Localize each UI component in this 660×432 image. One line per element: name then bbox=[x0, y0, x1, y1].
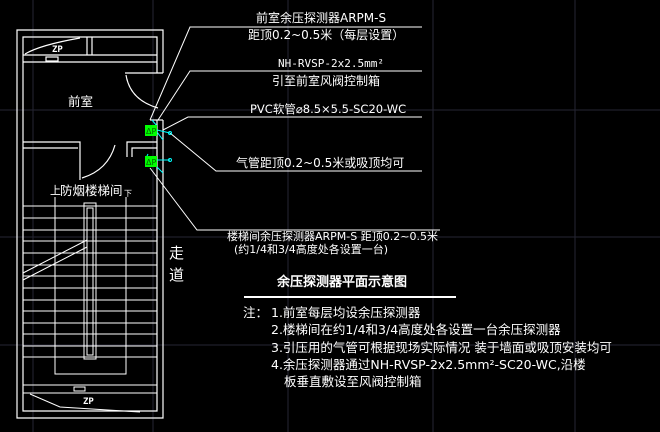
sensor-label: ΔP bbox=[146, 127, 156, 136]
note-item: 4.余压探测器通过NH-RVSP-2x2.5mm²-SC20-WC,沿楼 bbox=[271, 357, 586, 372]
stair-down-label: 下 bbox=[124, 189, 132, 198]
floor-label-top: ZP bbox=[52, 45, 63, 55]
building-walls bbox=[16, 29, 164, 419]
note-item: 2.楼梯间在约1/4和3/4高度处各设置一台余压探测器 bbox=[271, 322, 561, 337]
antechamber-label: 前室 bbox=[68, 94, 94, 109]
notes-prefix: 注： bbox=[243, 305, 269, 320]
corridor-label-1: 走 bbox=[169, 244, 185, 262]
corridor-label-2: 道 bbox=[169, 266, 185, 284]
diagram-title: 余压探测器平面示意图 bbox=[277, 275, 408, 290]
pvc-tube-spec: PVC软管⌀8.5×5.5-SC20-WC bbox=[250, 102, 407, 116]
antechamber-sensor-height: 距顶0.2~0.5米（每层设置） bbox=[248, 28, 405, 42]
note-item: 3.引压用的气管可根据现场实际情况 装于墙面或吸顶安装均可 bbox=[271, 340, 612, 355]
antechamber-pressure-sensor[interactable]: ΔP bbox=[145, 125, 157, 136]
sensor-label: ΔP bbox=[146, 158, 156, 167]
staircase bbox=[22, 197, 157, 413]
cable-spec: NH-RVSP-2x2.5mm² bbox=[278, 57, 384, 70]
antechamber-sensor-annotation: 前室余压探测器ARPM-S bbox=[256, 11, 387, 25]
stair-up-label: 上 bbox=[50, 184, 61, 197]
stairwell-label: 防烟楼梯间 bbox=[60, 183, 123, 198]
leader-lines bbox=[149, 26, 456, 298]
air-tube-note: 气管距顶0.2~0.5米或吸顶均可 bbox=[236, 156, 405, 170]
floor-label-bottom: ZP bbox=[83, 397, 94, 407]
note-item: 1.前室每层均设余压探测器 bbox=[271, 305, 421, 320]
stairwell-sensor-annotation: 楼梯间余压探测器ARPM-S 距顶0.2~0.5米 bbox=[227, 230, 438, 243]
note-item: 板垂直敷设至风阀控制箱 bbox=[284, 374, 422, 389]
stairwell-pressure-sensor[interactable]: ΔP bbox=[145, 156, 157, 167]
cable-destination: 引至前室风阀控制箱 bbox=[272, 74, 381, 88]
stairwell-sensor-position: (约1/4和3/4高度处各设置一台) bbox=[234, 243, 388, 256]
